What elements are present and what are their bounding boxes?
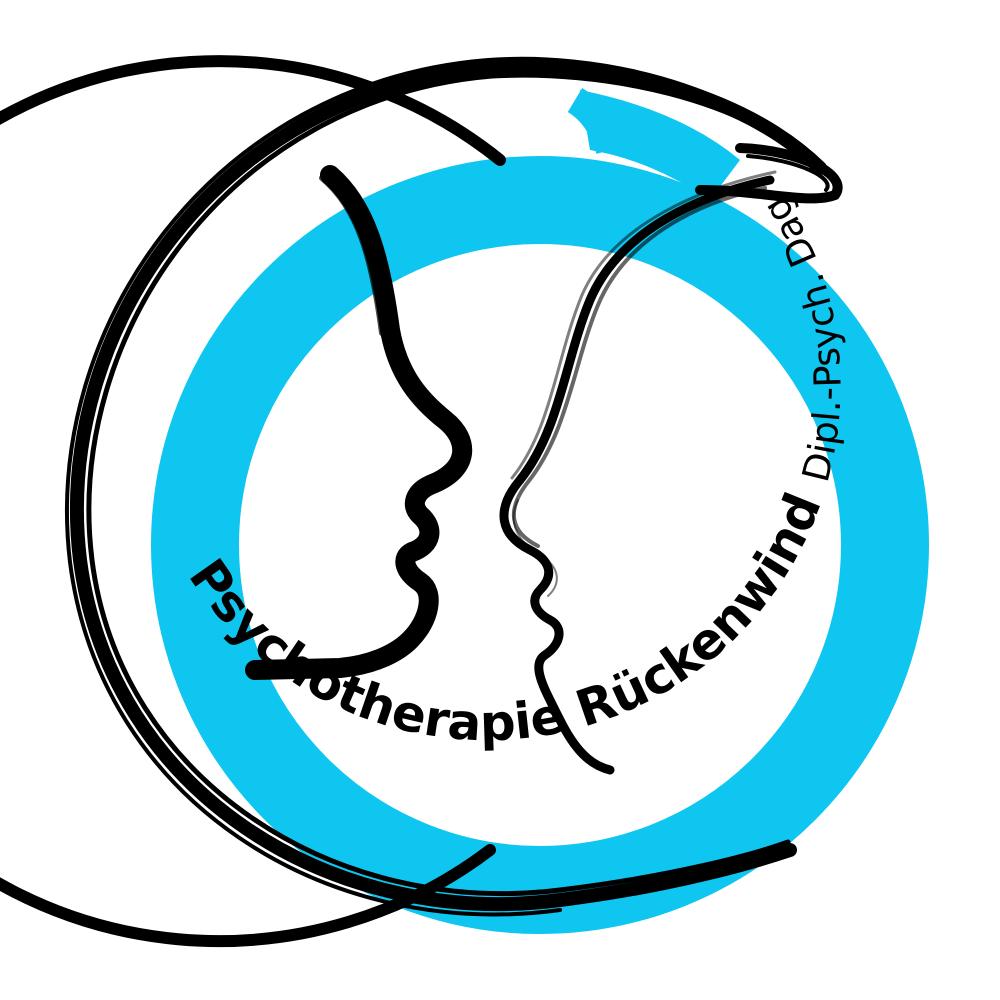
face-profile-icon <box>499 170 777 775</box>
black-brush-ring <box>0 55 829 948</box>
face-profile-icon <box>245 165 473 680</box>
